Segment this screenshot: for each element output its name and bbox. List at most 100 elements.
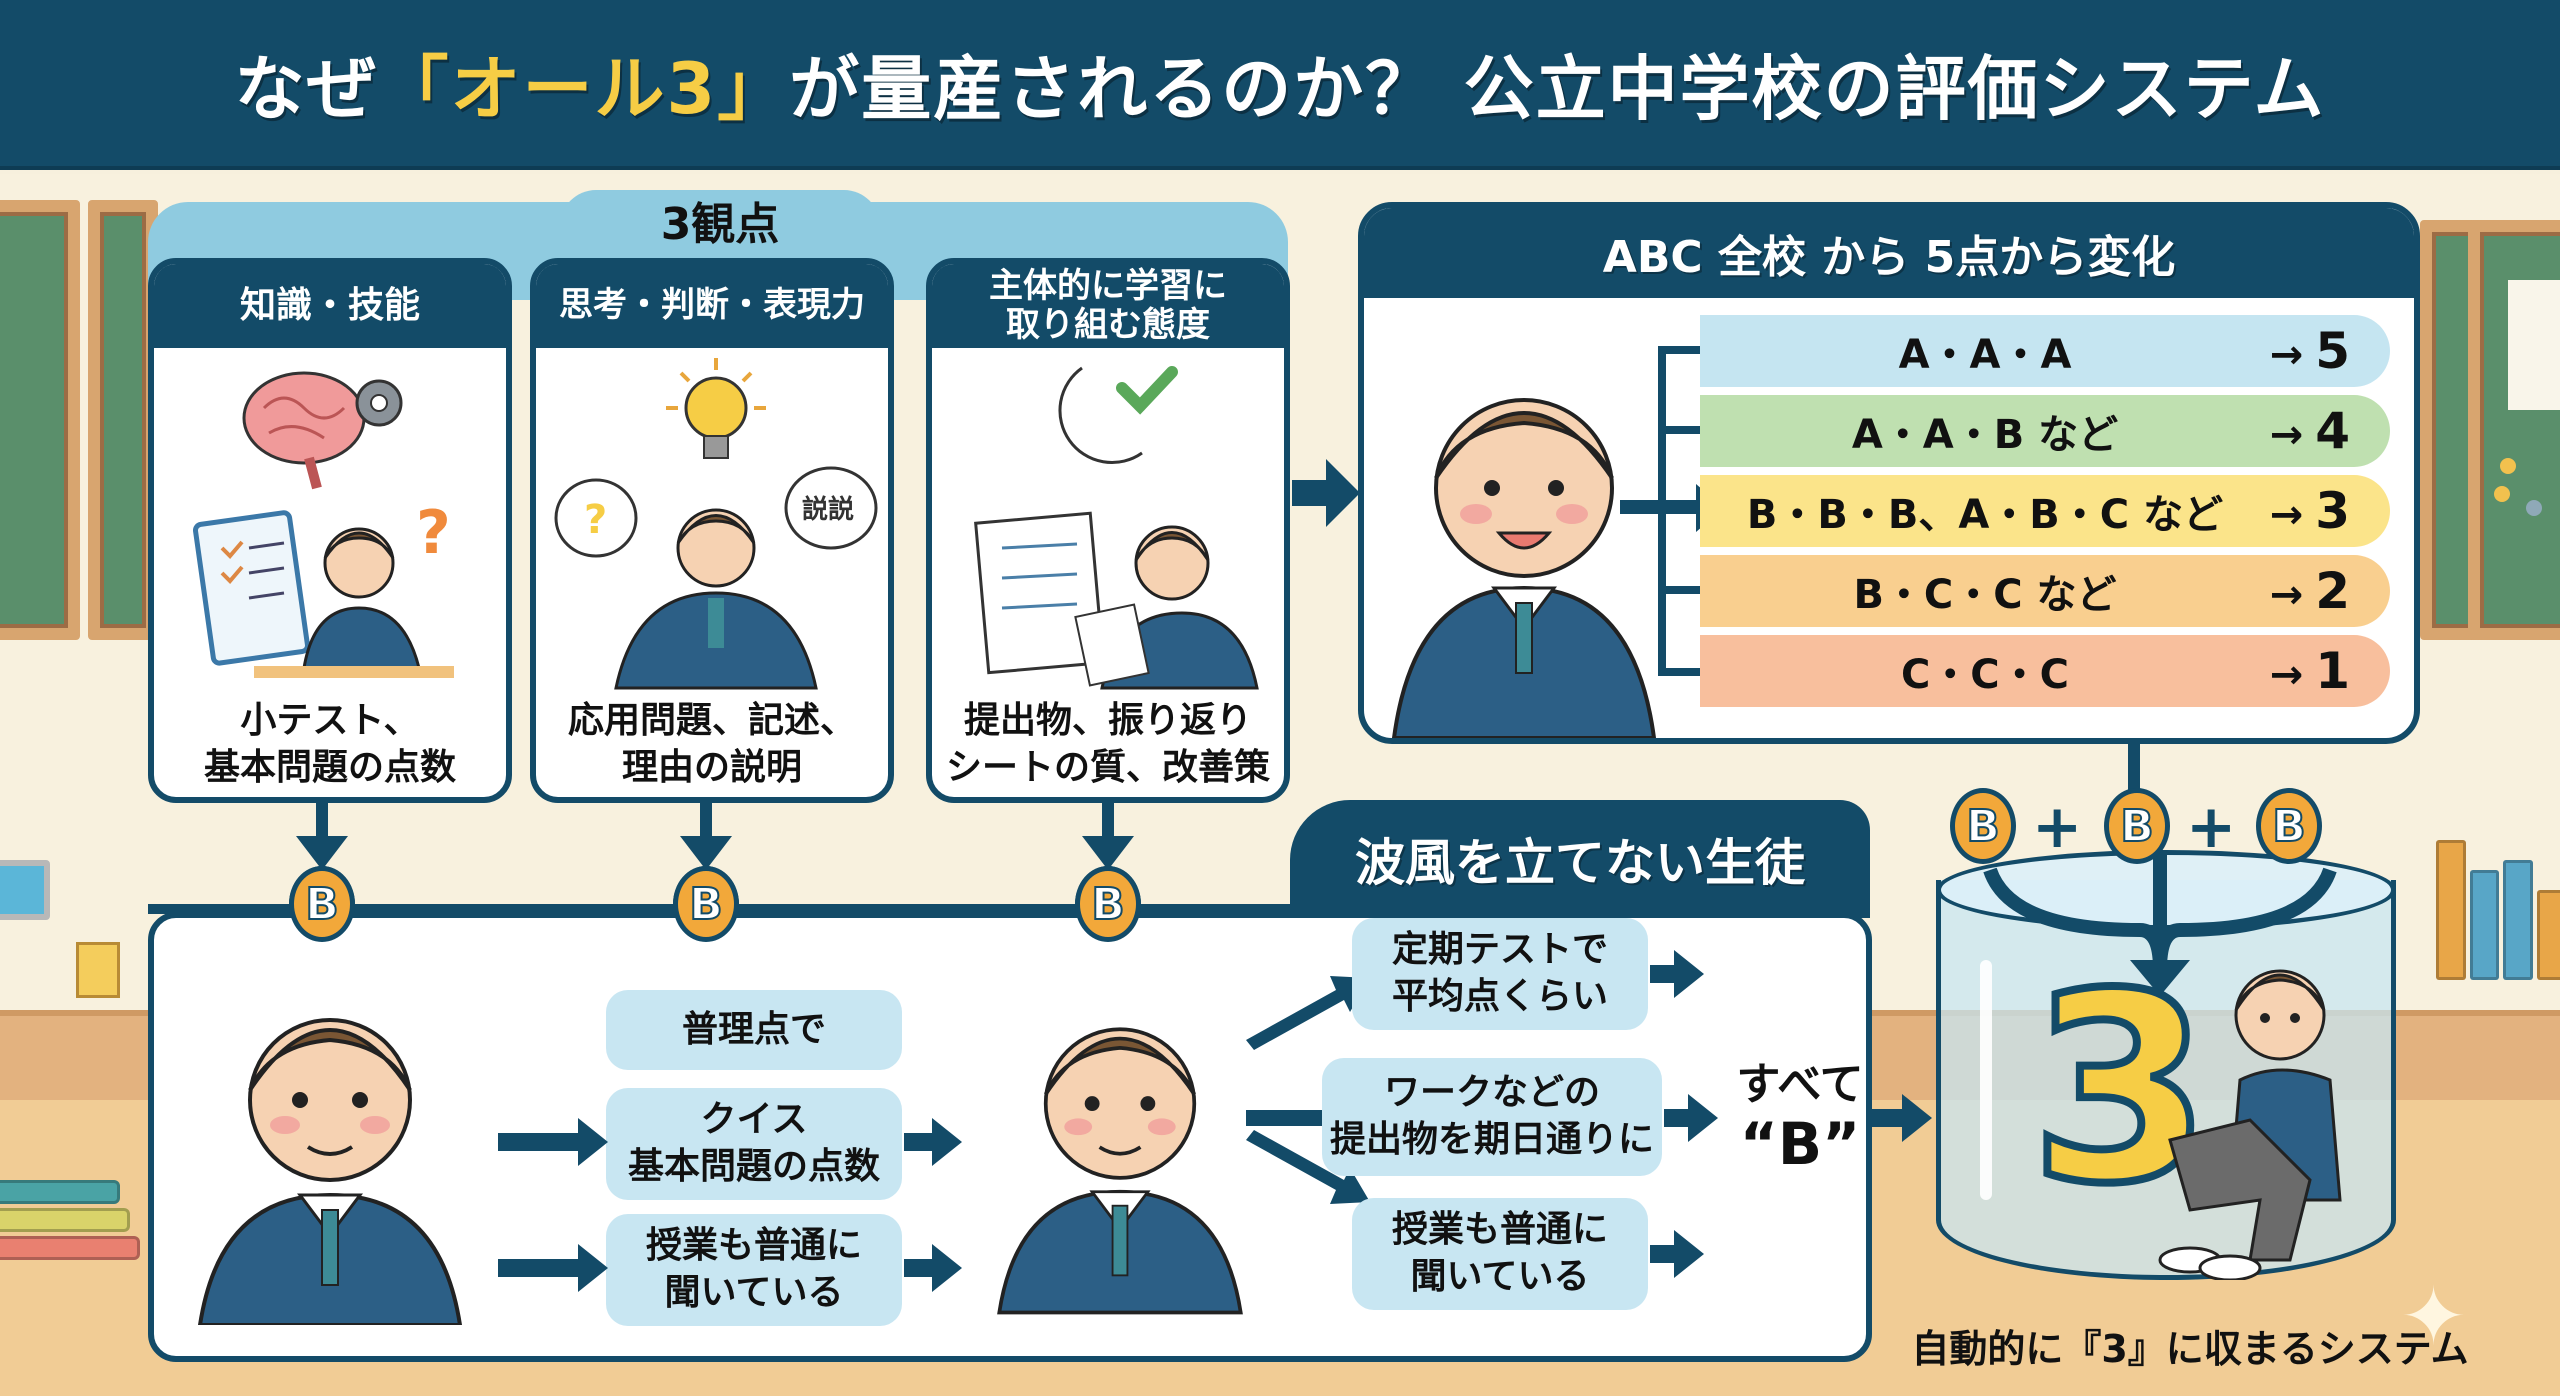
info-box-line-1: ワークなどの: [1383, 1072, 1600, 1114]
question-mark-icon: ?: [416, 498, 451, 568]
tree-branch: [1658, 426, 1702, 434]
clipboard-icon: [192, 510, 310, 666]
down-arrow-icon: [296, 836, 348, 870]
grade-badge: B: [2256, 788, 2322, 864]
viewpoints-group-title: 3観点: [560, 190, 880, 260]
info-box-line-2: 基本問題の点数: [627, 1146, 880, 1187]
speech-bubble-text-icon: 説説: [784, 466, 878, 550]
arrow-right-icon: →: [2269, 572, 2304, 618]
info-box: 普理点で: [606, 990, 902, 1070]
arrow-right-icon: [498, 1118, 608, 1166]
down-arrow-icon: [2130, 960, 2190, 996]
info-box: 定期テストで平均点くらい: [1352, 918, 1648, 1030]
grade-value: 5: [2315, 322, 2350, 380]
chalkboard-left: [0, 200, 80, 640]
grade-combo: C・C・C: [1900, 652, 2070, 698]
info-box-line-1: 定期テストで: [1391, 929, 1608, 971]
all-b-line-2: “B”: [1739, 1109, 1861, 1178]
description-line-2: シートの質、改善策: [945, 746, 1270, 788]
checkmark-icon: [1116, 366, 1178, 415]
gear-icon: [355, 379, 403, 427]
panel-title: 主体的に学習に 取り組む態度: [932, 264, 1284, 348]
info-box: クイス基本問題の点数: [606, 1088, 902, 1200]
info-box-line-1: 授業も普通に: [645, 1225, 862, 1267]
pin-dot: [2526, 500, 2542, 516]
grade-value: 1: [2315, 642, 2350, 700]
viewpoint-panel-attitude: 主体的に学習に 取り組む態度 提出物、振り返り シートの質: [926, 258, 1290, 803]
panel-title-line-1: 主体的に学習に: [989, 265, 1227, 306]
info-box-line-2: 平均点くらい: [1391, 976, 1608, 1017]
grade-conversion-row: A・A・A→5: [1700, 315, 2390, 387]
merge-arrows: [1983, 850, 2337, 996]
info-box-line-2: 聞いている: [1410, 1256, 1590, 1297]
grade-value: 3: [2315, 482, 2350, 540]
svg-text:説説: 説説: [802, 494, 854, 525]
panel-description: 応用問題、記述、 理由の説明: [536, 698, 888, 792]
arrow-right-icon: [1650, 950, 1704, 998]
panel-title: 知識・技能: [154, 264, 506, 348]
description-line-2: 理由の説明: [621, 746, 802, 788]
typical-student-title: 波風を立てない生徒: [1290, 800, 1870, 918]
arrow-right-icon: →: [2269, 332, 2304, 378]
plus-sign: +: [2186, 792, 2237, 862]
grade-conversion-row: B・B・B、A・B・C など →3: [1700, 475, 2390, 547]
grade-badge: B: [1950, 788, 2016, 864]
arrow-right-icon: →: [2269, 492, 2304, 538]
conversion-panel: ABC 全校 から 5点から変化: [1358, 202, 2420, 744]
grade-result: →1: [2240, 642, 2390, 700]
student-avatar-middle: [990, 975, 1250, 1329]
brain-icon: [242, 371, 366, 490]
grade-badge: B: [289, 866, 355, 942]
viewpoint-panel-thinking: 思考・判断・表現力 ? 説説: [530, 258, 894, 803]
grade-combo: B・B・B、A・B・C など: [1746, 492, 2224, 538]
student-reading: [1074, 525, 1259, 690]
tree-branch: [1658, 586, 1702, 594]
info-box: 授業も普通に聞いている: [1352, 1198, 1648, 1310]
book-stack-icon: [0, 1180, 140, 1270]
panel-title-line-2: 取り組む態度: [1006, 305, 1210, 345]
arrow-right-icon: [1664, 1094, 1718, 1142]
down-arrow-icon: [680, 836, 732, 870]
grade-conversion-row: B・C・C など →2: [1700, 555, 2390, 627]
info-box: 授業も普通に聞いている: [606, 1214, 902, 1326]
student-avatar-left: [190, 985, 470, 1329]
knowledge-illustration: ?: [154, 348, 506, 698]
arrow-right-icon: [904, 1244, 962, 1292]
viewpoint-panel-knowledge: 知識・技能: [148, 258, 512, 803]
title-prefix: なぜ: [234, 47, 379, 130]
arrow-down-right-icon: [1246, 1130, 1370, 1204]
grade-value: 4: [2315, 402, 2350, 460]
student-sitting: [2150, 960, 2380, 1284]
description-line-1: 小テスト、: [240, 700, 420, 741]
attitude-illustration: [932, 348, 1284, 698]
title-highlight: 「オール3」: [378, 47, 790, 130]
student-explaining: [614, 508, 818, 690]
pencil-cup-icon: [76, 942, 120, 998]
grade-result: →5: [2240, 322, 2390, 380]
plus-sign: +: [2032, 792, 2083, 862]
conversion-title: ABC 全校 から 5点から変化: [1364, 208, 2414, 298]
arrow-right-icon: [1326, 459, 1360, 527]
grade-combo: B・C・C など: [1853, 572, 2117, 618]
panel-description: 提出物、振り返り シートの質、改善策: [932, 698, 1284, 792]
result-caption: 自動的に『3』に収まるシステム: [1911, 1327, 2469, 1371]
grade-result: →3: [2240, 482, 2390, 540]
grade-combo: A・A・B など: [1851, 412, 2119, 458]
thinking-illustration: ? 説説: [536, 348, 888, 698]
arrow-right-icon: [1650, 1230, 1704, 1278]
lightbulb-icon: [666, 358, 766, 459]
info-box-line-1: クイス: [700, 1099, 808, 1141]
info-box-line-2: 聞いている: [664, 1272, 844, 1313]
info-box-line-1: 授業も普通に: [1391, 1209, 1608, 1251]
all-b-result: すべて “B”: [1720, 1059, 1880, 1178]
page-title: なぜ「オール3」が量産されるのか？ 公立中学校の評価システム: [235, 33, 2326, 134]
pin-dot: [2494, 486, 2510, 502]
grade-value: 2: [2315, 562, 2350, 620]
moon-icon: [1058, 366, 1143, 464]
arrow-right-icon: [1872, 1094, 1932, 1142]
connector-line: [316, 803, 328, 843]
info-box-text: 普理点で: [681, 1008, 826, 1050]
title-suffix: が量産されるのか？ 公立中学校の評価システム: [789, 47, 2326, 130]
grade-badge: B: [673, 866, 739, 942]
worksheet-icon: [974, 511, 1105, 675]
